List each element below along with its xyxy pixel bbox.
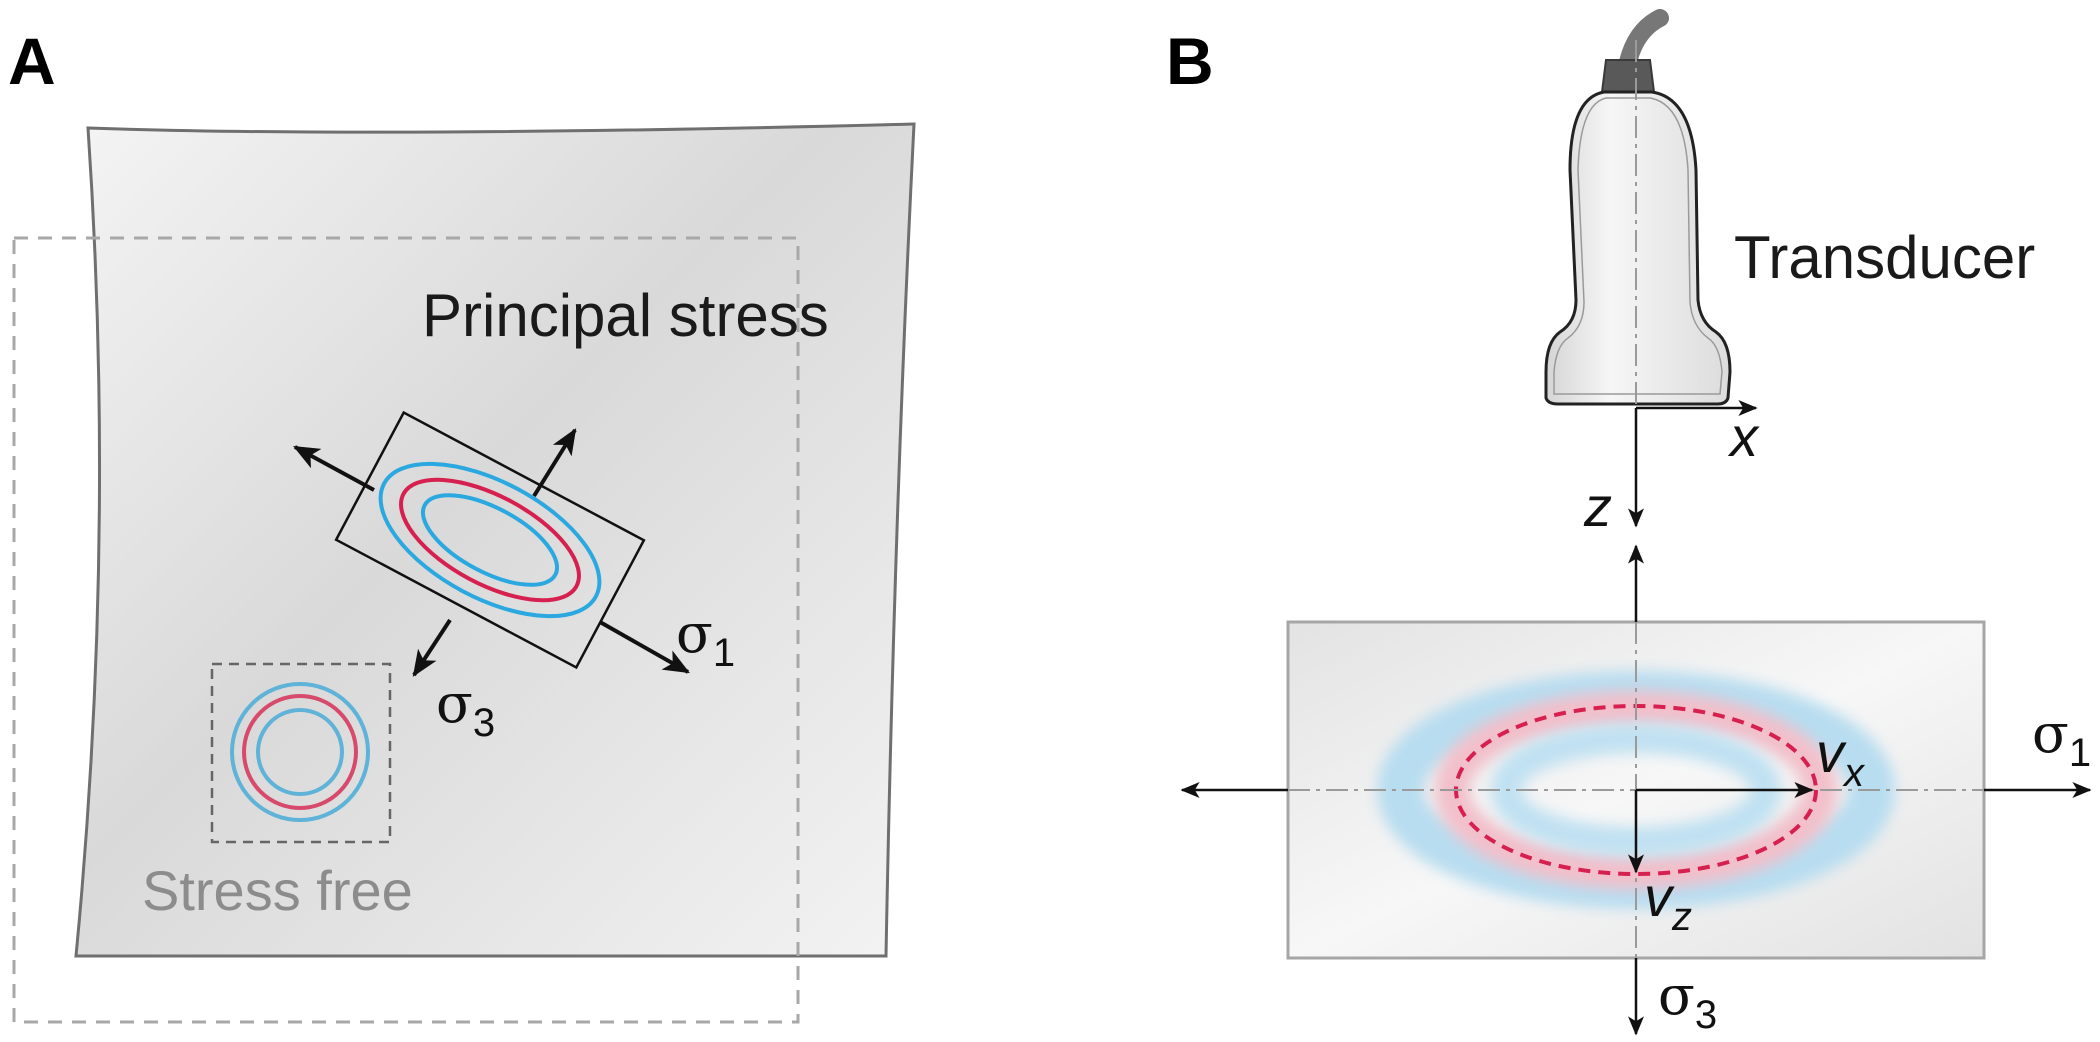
stress-free-label: Stress free bbox=[142, 859, 413, 922]
transducer-label: Transducer bbox=[1734, 224, 2035, 291]
probe-cable bbox=[1619, 9, 1669, 71]
vx-label: vx bbox=[1816, 721, 1866, 795]
inner-ring-blue bbox=[420, 493, 560, 587]
sigma3-arrow-down bbox=[412, 618, 452, 677]
deformed-sheet bbox=[74, 122, 916, 958]
stressed-element-frame bbox=[334, 410, 646, 670]
panel-b: B Transducer x z bbox=[1166, 9, 2092, 1037]
principal-stress-label: Principal stress bbox=[422, 282, 829, 349]
z-axis-label: z bbox=[1583, 475, 1612, 538]
x-axis-label: x bbox=[1727, 405, 1760, 468]
sigma1-arrow-left bbox=[293, 445, 375, 492]
ultrasound-probe-icon bbox=[1544, 9, 1732, 406]
vz-label: vz bbox=[1644, 865, 1692, 939]
stress-free-outer-ring bbox=[230, 682, 370, 822]
stress-free-inner-ring bbox=[256, 708, 344, 796]
sigma1-label-a: σ1 bbox=[676, 602, 735, 675]
panel-a: A Principal stress σ1 σ3 Stress free bbox=[8, 24, 916, 1024]
stress-free-middle-ring bbox=[242, 694, 358, 810]
panel-b-letter: B bbox=[1166, 24, 1214, 98]
undeformed-outline bbox=[12, 236, 800, 1024]
probe-cap bbox=[1600, 59, 1656, 93]
sigma3-label-a: σ3 bbox=[436, 672, 495, 745]
probe-body-inner-edge bbox=[1553, 97, 1723, 395]
outer-ring-blue bbox=[378, 461, 602, 619]
sigma3-arrow-up bbox=[532, 428, 577, 498]
stressed-element bbox=[334, 410, 646, 670]
sigma1-label-b: σ1 bbox=[2032, 702, 2091, 775]
sigma3-label-b: σ3 bbox=[1658, 964, 1717, 1037]
middle-ring-red bbox=[399, 477, 581, 603]
stress-free-frame bbox=[210, 662, 392, 844]
sigma1-arrow-right bbox=[599, 620, 690, 674]
probe-body bbox=[1544, 90, 1732, 406]
panel-a-letter: A bbox=[8, 24, 56, 98]
